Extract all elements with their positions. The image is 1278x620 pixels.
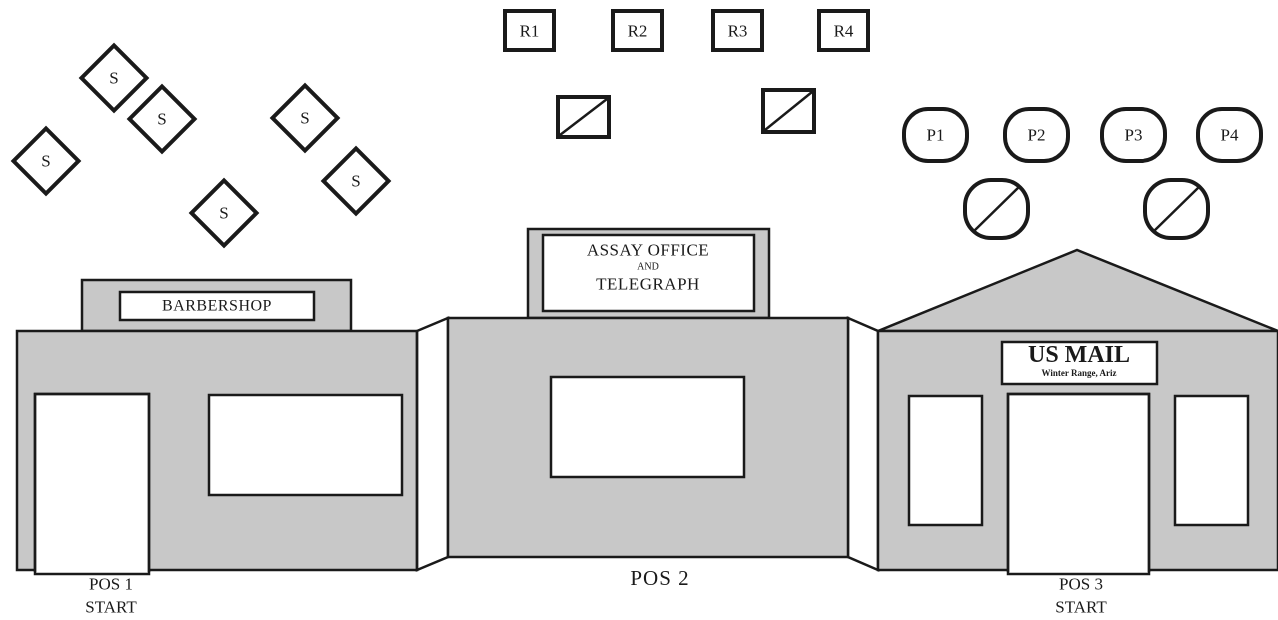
us-mail-door (1006, 392, 1151, 576)
r-plate-label: R4 (834, 22, 854, 41)
barbershop-sign (118, 290, 316, 322)
barbershop-door (33, 392, 151, 576)
us-mail-left-window (907, 394, 984, 527)
r-plate-4: R4 (817, 9, 870, 52)
us-mail-building: US MAIL Winter Range, Ariz (876, 248, 1278, 576)
pos1-label: POS 1 (89, 575, 133, 594)
no-shoot-square-1-icon (556, 95, 611, 139)
s-plate-5: S (269, 82, 341, 154)
p-plate-2: P2 (1003, 107, 1070, 163)
s-plate-label: S (219, 204, 228, 223)
pos1-start-label: START (85, 598, 137, 617)
connector-wall-right (846, 316, 880, 572)
assay-sign-line1: ASSAY OFFICE (587, 241, 709, 260)
s-plate-3: S (126, 83, 198, 155)
s-plate-label: S (351, 172, 360, 191)
s-plate-2: S (78, 42, 150, 114)
s-plate-6: S (320, 145, 392, 217)
assay-office-window (549, 375, 746, 479)
p-plate-label: P4 (1221, 126, 1239, 145)
r-plate-label: R2 (628, 22, 648, 41)
assay-sign-line2: AND (637, 262, 659, 273)
us-mail-sign-line1: US MAIL (1028, 342, 1130, 368)
pos3-label: POS 3 (1059, 575, 1103, 594)
assay-office-sign (541, 233, 756, 313)
barbershop-building: BARBERSHOP (15, 278, 419, 576)
assay-office-building: ASSAY OFFICE AND TELEGRAPH (446, 227, 850, 559)
r-plate-3: R3 (711, 9, 764, 52)
barbershop-sign-text: BARBERSHOP (162, 298, 272, 315)
s-plate-label: S (41, 152, 50, 171)
barbershop-window (207, 393, 404, 497)
connector-wall-left (415, 316, 450, 572)
s-plate-label: S (157, 110, 166, 129)
r-plate-label: R3 (728, 22, 748, 41)
p-plate-label: P2 (1028, 126, 1046, 145)
r-plate-2: R2 (611, 9, 664, 52)
p-plate-label: P3 (1125, 126, 1143, 145)
r-plate-label: R1 (520, 22, 540, 41)
r-plate-1: R1 (503, 9, 556, 52)
s-plate-label: S (109, 69, 118, 88)
s-plate-1: S (10, 125, 82, 197)
pos2-label: POS 2 (630, 566, 689, 590)
no-shoot-round-1-icon (963, 178, 1030, 240)
assay-sign-line3: TELEGRAPH (596, 275, 700, 294)
s-plate-4: S (188, 177, 260, 249)
us-mail-right-window (1173, 394, 1250, 527)
no-shoot-round-2-icon (1143, 178, 1210, 240)
p-plate-label: P1 (927, 126, 945, 145)
p-plate-3: P3 (1100, 107, 1167, 163)
s-plate-label: S (300, 109, 309, 128)
us-mail-sign (1000, 340, 1159, 386)
us-mail-sign-line2: Winter Range, Ariz (1042, 368, 1117, 378)
no-shoot-square-2-icon (761, 88, 816, 134)
p-plate-4: P4 (1196, 107, 1263, 163)
p-plate-1: P1 (902, 107, 969, 163)
pos3-start-label: START (1055, 598, 1107, 617)
